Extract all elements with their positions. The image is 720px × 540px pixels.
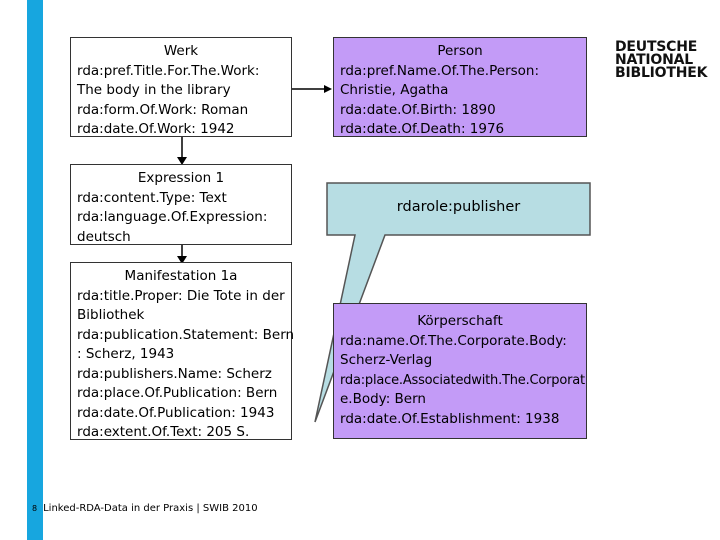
arrow-expression-manifestation	[177, 245, 187, 264]
werk-line: rda:date.Of.Work: 1942	[77, 121, 235, 137]
logo-line: NATIONAL	[615, 52, 693, 68]
manifestation-line: rda:publishers.Name: Scherz	[77, 365, 272, 382]
manifestation-line: rda:title.Proper: Die Tote in der	[77, 287, 285, 304]
manifestation-line: rda:date.Of.Publication: 1943	[77, 404, 275, 421]
person-title: Person	[437, 43, 483, 59]
expression-box: Expression 1 rda:content.Type: Text rda:…	[70, 164, 292, 245]
expression-line: deutsch	[77, 228, 131, 245]
footer-text: Linked-RDA-Data in der Praxis | SWIB 201…	[43, 503, 258, 514]
werk-box: Werk rda:pref.Title.For.The.Work: The bo…	[70, 37, 292, 137]
expression-line: rda:language.Of.Expression:	[77, 209, 268, 225]
person-line: rda:date.Of.Death: 1976	[340, 121, 505, 137]
koerperschaft-title: Körperschaft	[417, 313, 503, 329]
koerperschaft-line: e.Body: Bern	[340, 391, 426, 407]
person-line: rda:pref.Name.Of.The.Person:	[340, 62, 540, 79]
werk-line: rda:pref.Title.For.The.Work:	[77, 62, 260, 79]
expression-title: Expression 1	[137, 170, 225, 186]
logo-line: BIBLIOTHEK	[615, 65, 708, 81]
manifestation-line: rda:extent.Of.Text: 205 S.	[77, 424, 250, 440]
arrow-werk-expression	[177, 137, 187, 165]
werk-title: Werk	[163, 43, 199, 59]
koerperschaft-box: Körperschaft rda:name.Of.The.Corporate.B…	[333, 303, 587, 439]
koerperschaft-line: Scherz-Verlag	[340, 352, 433, 368]
koerperschaft-line: rda:place.Associatedwith.The.Corporat	[340, 372, 585, 388]
manifestation-box: Manifestation 1a rda:title.Proper: Die T…	[70, 262, 295, 440]
callout-label: rdarole:publisher	[396, 199, 521, 215]
footer: 8 Linked-RDA-Data in der Praxis | SWIB 20…	[32, 503, 258, 514]
person-line: Christie, Agatha	[340, 82, 449, 98]
manifestation-line: : Scherz, 1943	[77, 346, 175, 362]
logo-line: DEUTSCHE	[615, 39, 698, 55]
arrow-werk-person	[292, 85, 332, 93]
manifestation-line: Bibliothek	[77, 307, 145, 323]
page-number: 8	[32, 504, 38, 513]
expression-line: rda:content.Type: Text	[77, 189, 227, 206]
manifestation-title: Manifestation 1a	[124, 268, 238, 284]
manifestation-line: rda:publication.Statement: Bern	[77, 326, 295, 343]
werk-line: The body in the library	[77, 82, 231, 98]
koerperschaft-line: rda:date.Of.Establishment: 1938	[340, 410, 560, 427]
werk-line: rda:form.Of.Work: Roman	[77, 101, 249, 118]
dnb-logo: DEUTSCHE NATIONAL BIBLIOTHEK	[615, 39, 715, 81]
sidebar-accent-bar	[27, 0, 43, 540]
person-box: Person rda:pref.Name.Of.The.Person: Chri…	[333, 37, 587, 137]
person-line: rda:date.Of.Birth: 1890	[340, 101, 496, 118]
koerperschaft-line: rda:name.Of.The.Corporate.Body:	[340, 332, 567, 349]
manifestation-line: rda:place.Of.Publication: Bern	[77, 385, 278, 401]
